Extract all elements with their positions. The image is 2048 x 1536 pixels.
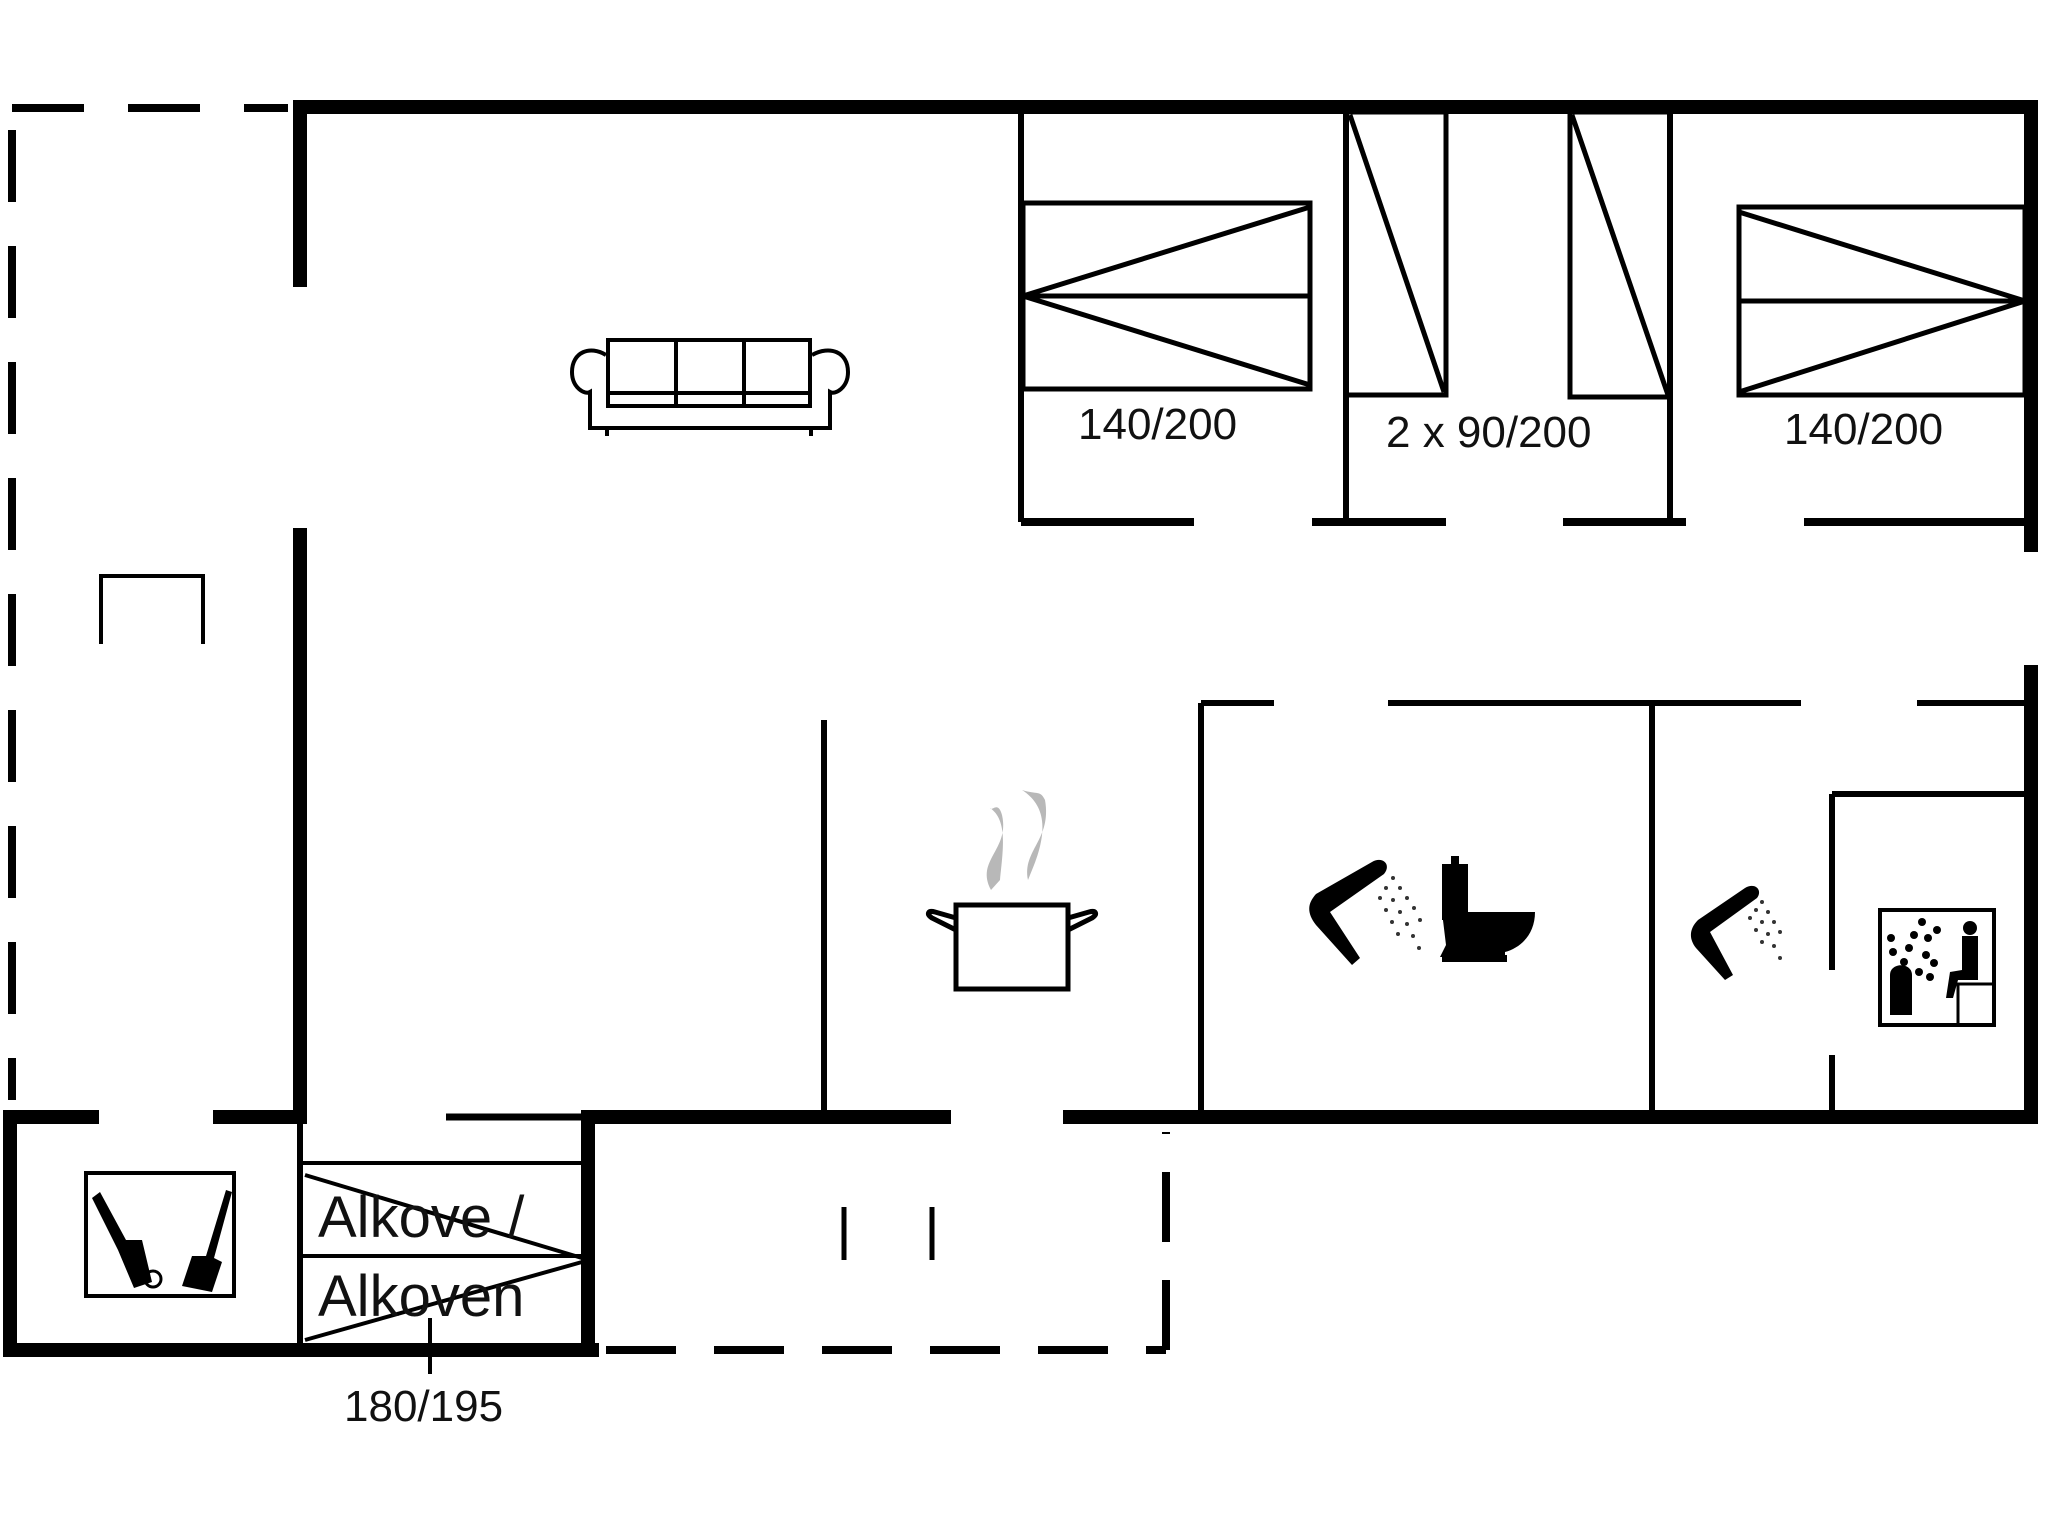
terrace-steps [841, 1207, 935, 1260]
terrace-outline-bottom [606, 1132, 1170, 1354]
shower-icon [1309, 859, 1422, 965]
alcove-label-line1: Alkove / [318, 1185, 525, 1250]
bed-size-label-bedroom-2: 2 x 90/200 [1386, 408, 1592, 457]
sauna-icon [1878, 908, 1996, 1027]
sofa-icon [569, 338, 851, 436]
cooking-pot-icon [925, 790, 1099, 992]
bed-140-200-left [1020, 200, 1313, 392]
bed-140-200-right [1736, 204, 2028, 398]
terrace-outline-left [8, 104, 288, 1100]
alcove-label-line2: Alkoven [318, 1264, 525, 1329]
shower-icon-2 [1690, 885, 1782, 980]
bed-90-200-a [1343, 109, 1449, 398]
bed-size-label-bedroom-3: 140/200 [1784, 405, 1944, 454]
toilet-icon [1440, 856, 1535, 962]
alcove-bed-size-label: 180/195 [344, 1382, 504, 1431]
alcove-bed [302, 1161, 583, 1374]
table-icon [99, 574, 205, 644]
cleaning-tools-icon [84, 1171, 236, 1298]
exterior-walls [3, 100, 2038, 1357]
bed-size-label-bedroom-1: 140/200 [1078, 400, 1238, 449]
bed-90-200-b [1567, 109, 1673, 400]
